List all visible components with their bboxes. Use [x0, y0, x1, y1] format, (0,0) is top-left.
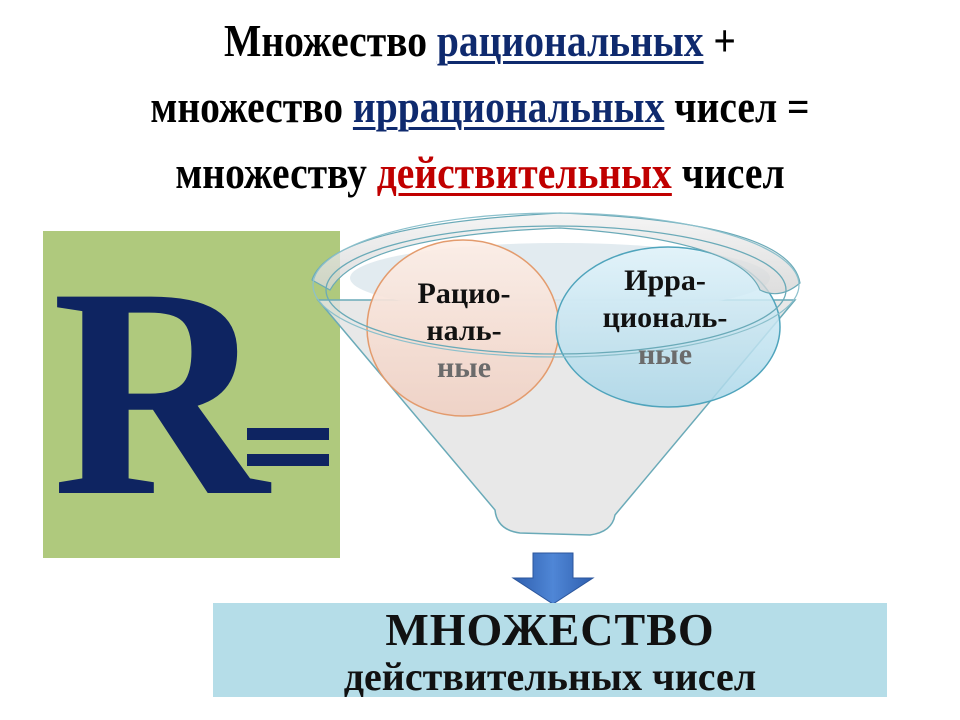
title-text: множеству: [175, 147, 377, 198]
rational-label-line: Рацио-: [417, 277, 511, 310]
title-text: Множество: [224, 15, 437, 66]
down-arrow-icon: [511, 552, 595, 605]
title-line-3: множеству действительных чисел: [67, 140, 893, 206]
title-text: чисел: [671, 147, 785, 198]
result-subtitle: действительных чисел: [343, 654, 757, 699]
title-line-2: множество иррациональных чисел =: [67, 74, 893, 140]
title-line-1: Множество рациональных +: [67, 8, 893, 74]
real-set-panel: [43, 231, 340, 558]
title-text: множество: [150, 81, 353, 132]
irrational-label-line: ные: [637, 338, 693, 371]
irrational-label: Ирра- циональ- ные: [580, 262, 750, 373]
title-text: +: [703, 15, 736, 66]
funnel-rim: [311, 212, 801, 295]
slide-title: Множество рациональных + множество иррац…: [67, 8, 893, 206]
rational-label: Рацио- наль- ные: [390, 275, 538, 386]
equals-sign: [247, 428, 329, 480]
irrational-label-line: циональ-: [602, 301, 728, 334]
real-set-symbol: R: [52, 226, 269, 558]
rational-label-line: наль-: [426, 314, 502, 347]
irrational-label-line: Ирра-: [624, 264, 706, 297]
rational-label-line: ные: [436, 351, 492, 384]
rational-term: рациональных: [436, 15, 704, 66]
result-box: МНОЖЕСТВО действительных чисел: [213, 603, 887, 699]
irrational-term: иррациональных: [352, 81, 665, 132]
result-title: МНОЖЕСТВО: [385, 604, 715, 655]
title-text: чисел =: [664, 81, 810, 132]
real-term: действительных: [376, 147, 672, 198]
irrational-circle: [555, 246, 781, 408]
